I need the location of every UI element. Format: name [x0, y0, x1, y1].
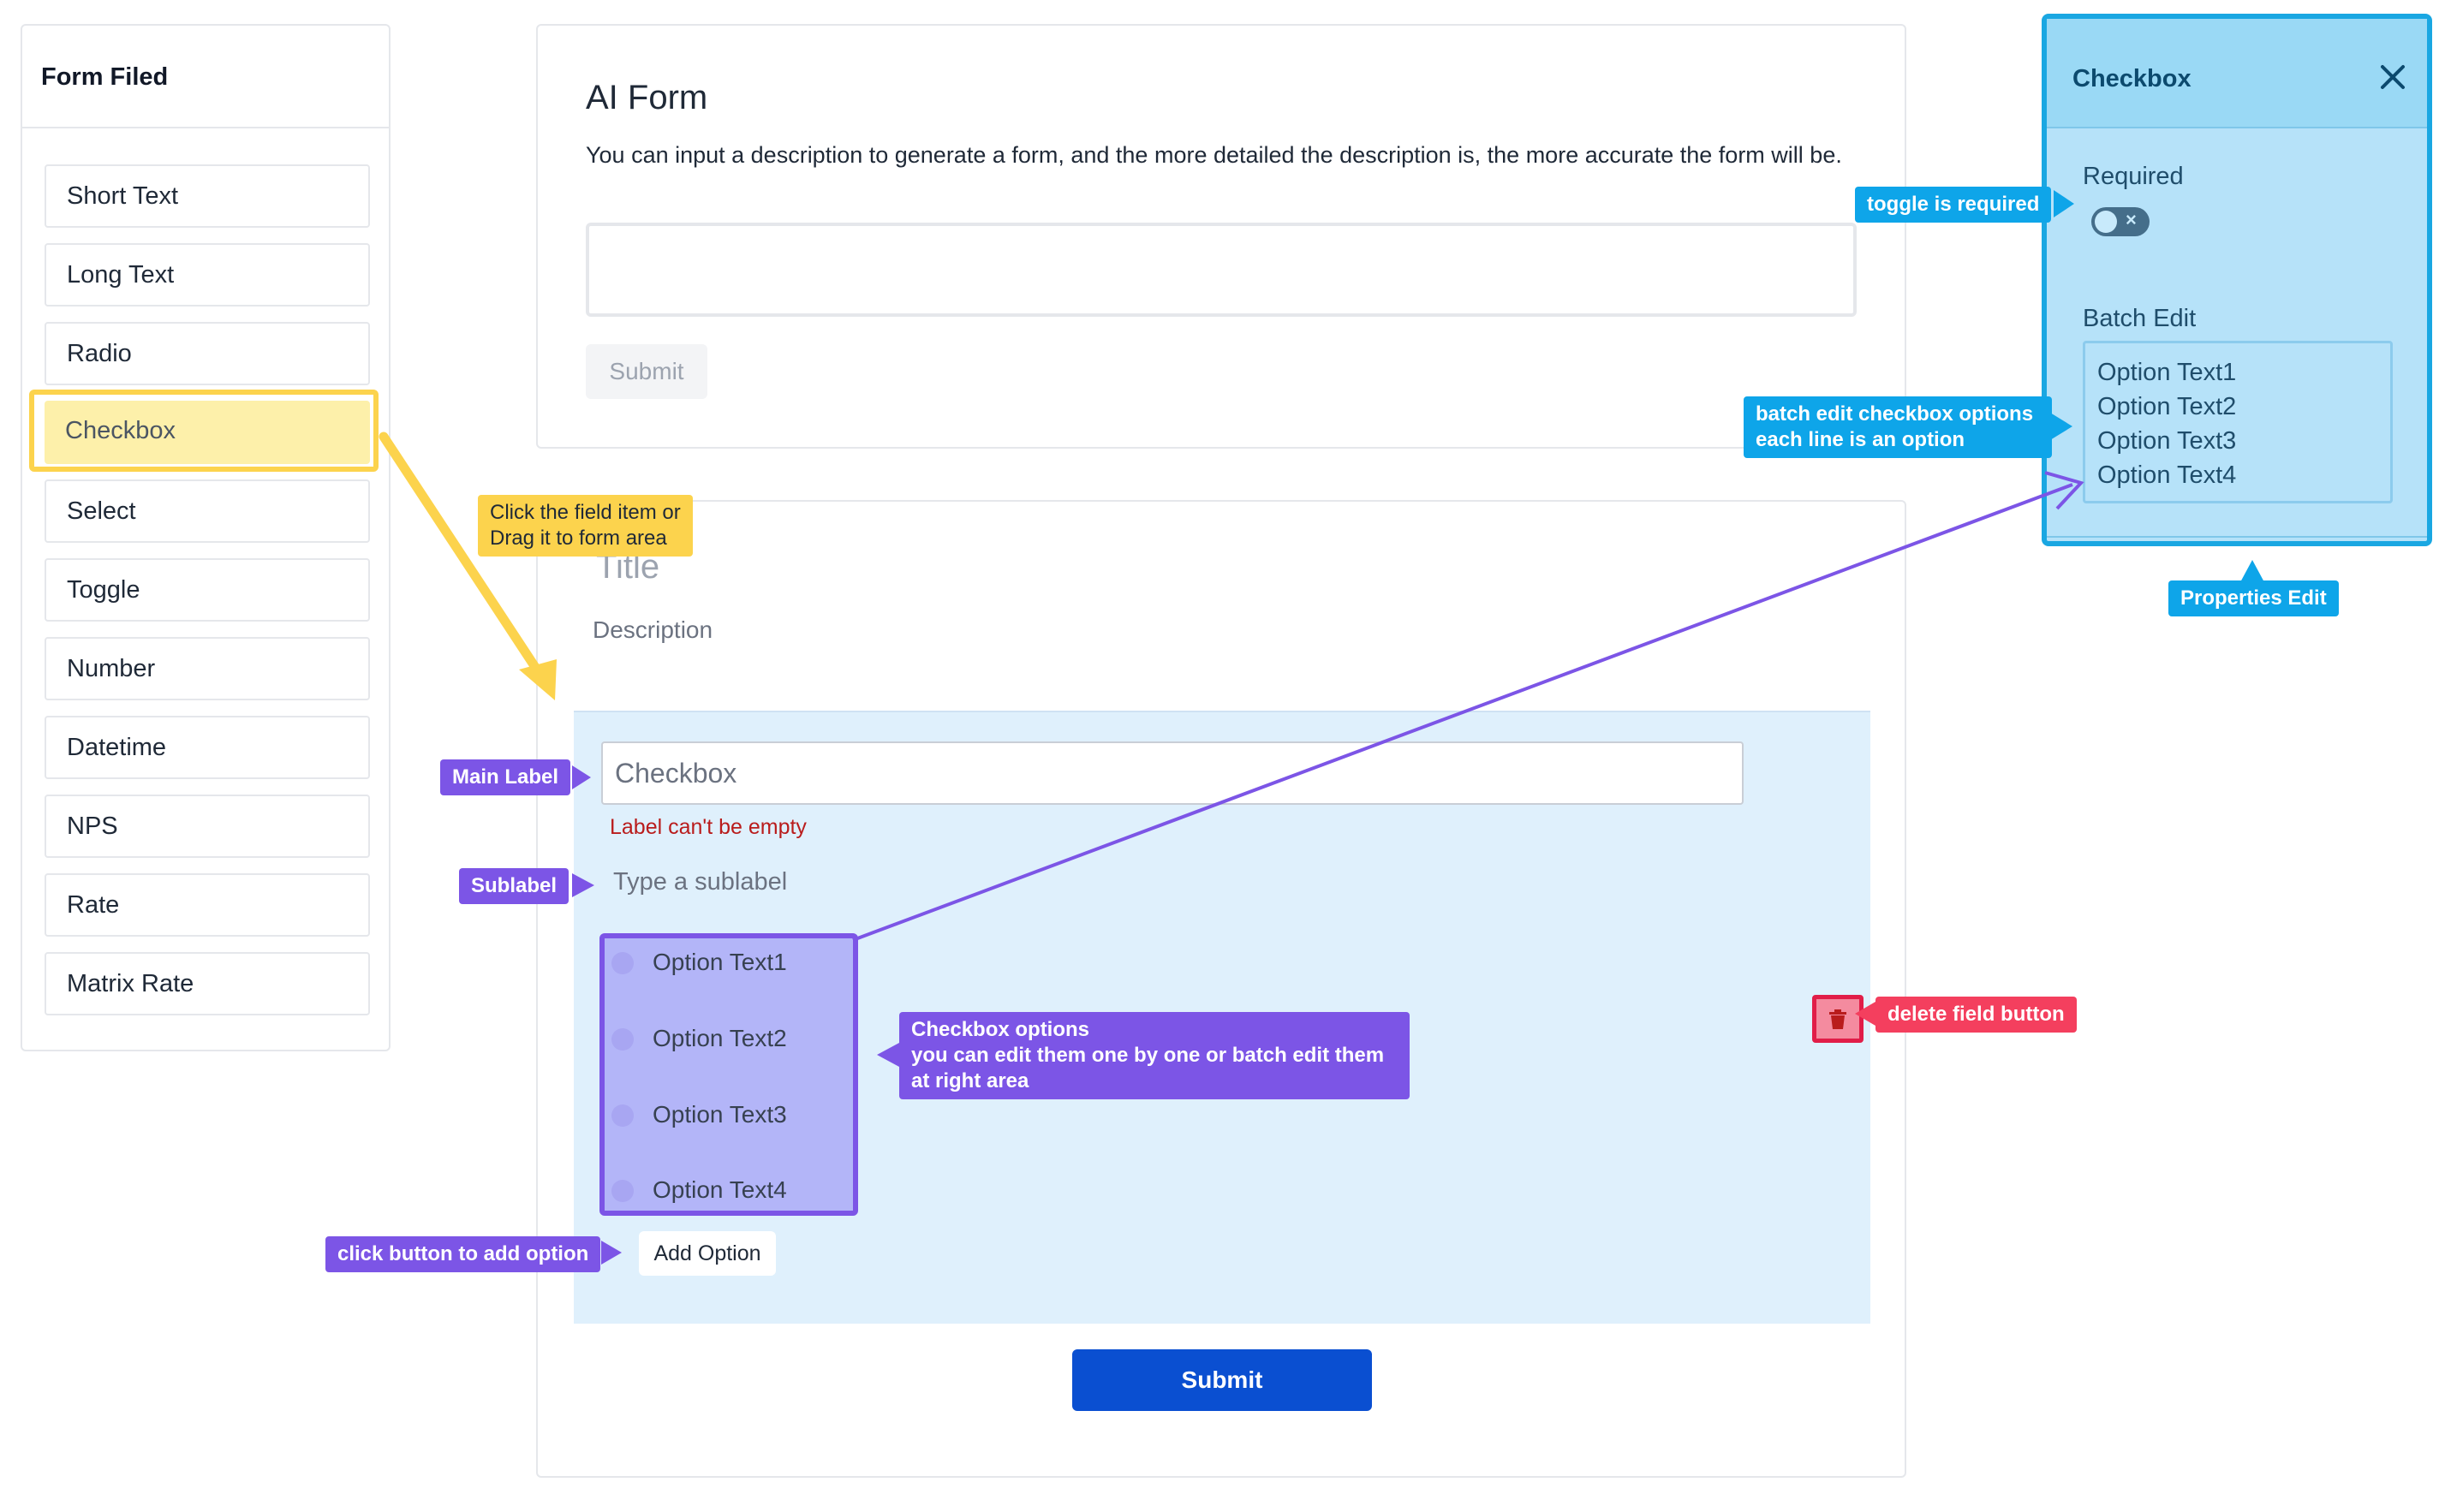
checkbox-option[interactable]: Option Text4: [605, 1170, 853, 1212]
add-option-button[interactable]: Add Option: [639, 1231, 776, 1276]
checkbox-options-callout-pointer: [877, 1043, 899, 1067]
checkbox-icon[interactable]: [611, 1104, 634, 1127]
field-panel-title: Form Filed: [41, 63, 169, 91]
field-item-radio[interactable]: Radio: [45, 322, 370, 385]
toggle-required-callout: toggle is required: [1855, 187, 2052, 223]
properties-header: Checkbox: [2047, 19, 2427, 128]
properties-panel: Checkbox Required × Batch Edit Option Te…: [2042, 14, 2432, 546]
field-item-nps[interactable]: NPS: [45, 795, 370, 858]
main-label-input[interactable]: Checkbox: [601, 741, 1744, 805]
batch-edit-line: Option Text2: [2097, 393, 2237, 420]
checkbox-options-list: Option Text1 Option Text2 Option Text3 O…: [599, 933, 858, 1216]
ai-description-input[interactable]: [586, 223, 1857, 317]
checkbox-icon[interactable]: [611, 1028, 634, 1051]
required-toggle[interactable]: ×: [2091, 207, 2150, 236]
properties-title: Checkbox: [2072, 65, 2192, 92]
checkbox-option-label[interactable]: Option Text4: [653, 1176, 787, 1203]
properties-edit-callout: Properties Edit: [2168, 580, 2339, 616]
field-item-checkbox[interactable]: Checkbox: [45, 401, 370, 464]
close-icon[interactable]: [2376, 60, 2410, 94]
checkbox-option[interactable]: Option Text3: [605, 1094, 853, 1137]
main-label-callout: Main Label: [440, 759, 571, 795]
checkbox-option[interactable]: Option Text2: [605, 1018, 853, 1061]
toggle-required-callout-pointer: [2054, 190, 2074, 217]
ai-form-card: AI Form You can input a description to g…: [536, 24, 1906, 449]
batch-edit-callout: batch edit checkbox options each line is…: [1744, 396, 2052, 458]
label-error-text: Label can't be empty: [610, 815, 807, 839]
main-label-callout-pointer: [572, 765, 591, 789]
batch-edit-callout-pointer: [2050, 413, 2072, 440]
batch-edit-line: Option Text1: [2097, 359, 2237, 386]
trash-icon: [1829, 1009, 1846, 1029]
form-field-panel: Form Filed Short Text Long Text Radio Ch…: [21, 24, 391, 1051]
sublabel-callout-pointer: [572, 873, 594, 897]
form-submit-button[interactable]: Submit: [1072, 1349, 1372, 1411]
field-panel-divider: [22, 127, 389, 128]
batch-edit-label: Batch Edit: [2083, 305, 2197, 332]
toggle-knob: [2095, 211, 2117, 233]
sublabel-input[interactable]: Type a sublabel: [613, 868, 788, 896]
field-item-short-text[interactable]: Short Text: [45, 164, 370, 228]
field-item-long-text[interactable]: Long Text: [45, 243, 370, 307]
form-builder-card: Title Description Checkbox Label can't b…: [536, 500, 1906, 1478]
add-option-callout: click button to add option: [325, 1236, 601, 1272]
field-item-highlight: [29, 390, 379, 472]
ai-submit-button[interactable]: Submit: [586, 344, 707, 399]
delete-button-callout: delete field button: [1875, 997, 2077, 1033]
toggle-off-icon: ×: [2126, 209, 2137, 230]
checkbox-icon[interactable]: [611, 952, 634, 974]
field-item-toggle[interactable]: Toggle: [45, 558, 370, 622]
required-label: Required: [2083, 163, 2184, 190]
sublabel-callout: Sublabel: [459, 868, 569, 904]
batch-edit-line: Option Text3: [2097, 427, 2237, 455]
properties-edit-callout-pointer: [2240, 560, 2264, 582]
drag-hint-callout: Click the field item or Drag it to form …: [478, 495, 693, 557]
properties-footer-divider: [2047, 536, 2427, 538]
checkbox-icon[interactable]: [611, 1180, 634, 1202]
delete-button-callout-pointer: [1855, 1002, 1875, 1026]
add-option-callout-pointer: [601, 1241, 622, 1265]
checkbox-option-label[interactable]: Option Text1: [653, 949, 787, 975]
field-item-datetime[interactable]: Datetime: [45, 716, 370, 779]
field-item-select[interactable]: Select: [45, 479, 370, 543]
field-item-matrix-rate[interactable]: Matrix Rate: [45, 952, 370, 1015]
checkbox-option-label[interactable]: Option Text2: [653, 1025, 787, 1051]
checkbox-options-callout: Checkbox options you can edit them one b…: [899, 1012, 1410, 1099]
field-item-number[interactable]: Number: [45, 637, 370, 700]
ai-form-description: You can input a description to generate …: [586, 142, 1842, 168]
checkbox-option[interactable]: Option Text1: [605, 942, 853, 985]
batch-edit-textarea[interactable]: Option Text1 Option Text2 Option Text3 O…: [2083, 341, 2393, 503]
field-item-rate[interactable]: Rate: [45, 873, 370, 937]
form-description[interactable]: Description: [593, 616, 713, 643]
batch-edit-line: Option Text4: [2097, 461, 2237, 489]
checkbox-option-label[interactable]: Option Text3: [653, 1101, 787, 1128]
ai-form-title: AI Form: [586, 79, 708, 116]
